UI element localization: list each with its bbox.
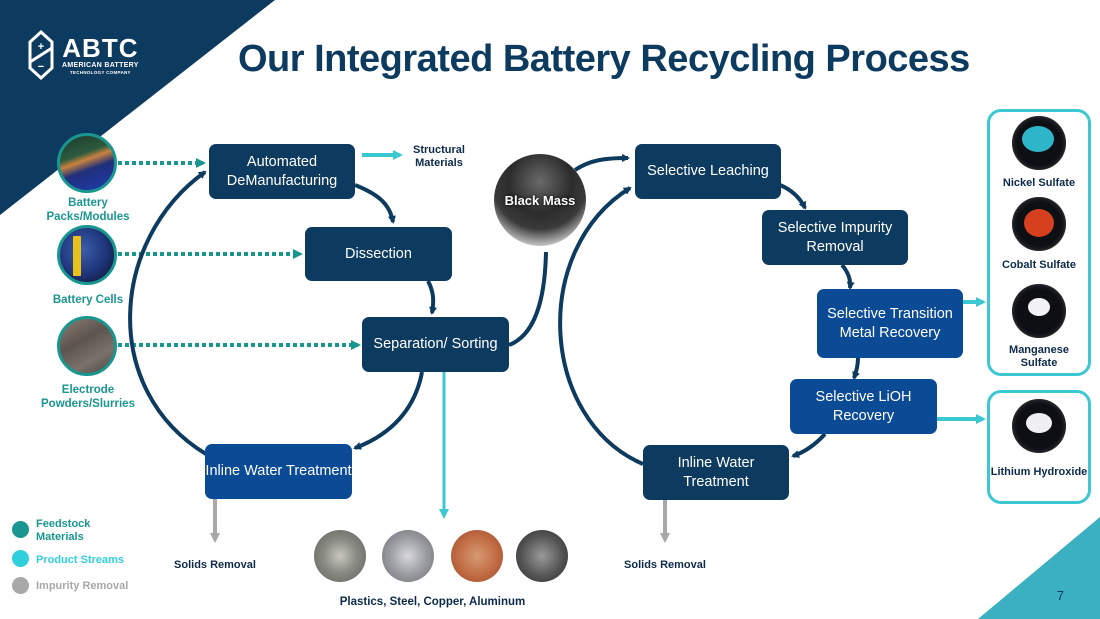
selective-lioh-recovery-box[interactable]: Selective LiOH Recovery (790, 379, 937, 434)
page-number: 7 (1056, 588, 1064, 603)
legend-feedstock-dot (12, 521, 29, 538)
legend-product-dot (12, 550, 29, 567)
lithium-hydroxide-label: Lithium Hydroxide (990, 466, 1088, 478)
copper-photo-icon (451, 530, 503, 582)
arrow-separation-to-blackmass (508, 251, 548, 347)
nickel-sulfate-label: Nickel Sulfate (1002, 177, 1076, 189)
battery-pack-photo-icon (57, 133, 117, 193)
battery-logo-icon: + − (28, 30, 54, 80)
arrow-blackmass-to-leaching (573, 154, 630, 172)
aluminum-photo-icon (516, 530, 568, 582)
automated-demanufacturing-box[interactable]: Automated DeManufacturing (209, 144, 355, 199)
legend-impurity-label: Impurity Removal (36, 580, 129, 592)
arrow-separation-to-water (353, 371, 424, 450)
dissection-box[interactable]: Dissection (305, 227, 452, 281)
steel-photo-icon (382, 530, 434, 582)
structural-materials-label: Structural Materials (413, 144, 465, 169)
inline-water-treatment-right-box[interactable]: Inline Water Treatment (643, 445, 789, 500)
feedstock-label-powders: Electrode Powders/Slurries (41, 384, 135, 410)
inline-water-treatment-left-box[interactable]: Inline Water Treatment (205, 444, 352, 499)
arrow-leaching-to-impurity (779, 183, 807, 210)
separation-sorting-box[interactable]: Separation/ Sorting (362, 317, 509, 372)
battery-cell-photo-icon (57, 225, 117, 285)
corner-decoration-bottom-right (978, 517, 1100, 619)
arrow-transition-to-lioh (852, 357, 860, 380)
feedstock-label-cells: Battery Cells (52, 294, 124, 306)
solids-removal-right-label: Solids Removal (624, 559, 706, 571)
svg-text:−: − (38, 61, 44, 73)
lithium-hydroxide-photo-icon (1012, 399, 1066, 453)
solids-removal-left-label: Solids Removal (174, 559, 256, 571)
arrow-impurity-to-transition (840, 263, 855, 290)
legend-feedstock-label: Feedstock Materials (36, 518, 91, 543)
loop-arrow-water-to-automated (128, 170, 208, 456)
logo-tagline-1: AMERICAN BATTERY (62, 61, 139, 69)
nickel-sulfate-photo-icon (1012, 116, 1066, 170)
plastics-photo-icon (314, 530, 366, 582)
manganese-sulfate-label: Manganese Sulfate (1009, 344, 1069, 369)
logo-tagline-2: TECHNOLOGY COMPANY (69, 69, 131, 75)
abtc-logo: + − ABTC AMERICAN BATTERY TECHNOLOGY COM… (26, 30, 139, 80)
arrow-dissection-to-separation (426, 280, 438, 315)
cobalt-sulfate-photo-icon (1012, 197, 1066, 251)
logo-wordmark: ABTC (62, 32, 139, 63)
feedstock-label-packs: Battery Packs/Modules (46, 197, 130, 223)
selective-impurity-removal-box[interactable]: Selective Impurity Removal (762, 210, 908, 265)
materials-label: Plastics, Steel, Copper, Aluminum (339, 596, 526, 608)
cobalt-sulfate-label: Cobalt Sulfate (1002, 259, 1076, 271)
arrow-lioh-to-water (791, 432, 827, 458)
arrow-automated-to-dissection (354, 183, 396, 224)
selective-leaching-box[interactable]: Selective Leaching (635, 144, 781, 199)
manganese-sulfate-photo-icon (1012, 284, 1066, 338)
svg-text:+: + (38, 41, 44, 53)
loop-arrow-water-to-leaching (558, 186, 644, 466)
legend-product-label: Product Streams (36, 554, 125, 566)
selective-transition-metal-recovery-box[interactable]: Selective Transition Metal Recovery (817, 289, 963, 358)
black-mass-label: Black Mass (504, 192, 576, 208)
electrode-powder-photo-icon (57, 316, 117, 376)
black-mass-photo-icon: Black Mass (494, 154, 586, 246)
slide-title: Our Integrated Battery Recycling Process (238, 38, 970, 80)
legend-impurity-dot (12, 577, 29, 594)
